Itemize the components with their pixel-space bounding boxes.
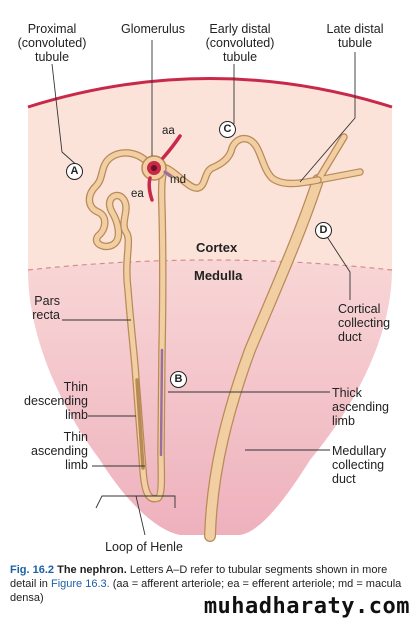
label-early-distal-tubule: Early distal (convoluted) tubule xyxy=(205,22,275,64)
caption-figure-number: Fig. 16.2 xyxy=(10,564,55,576)
marker-d: D xyxy=(315,222,332,239)
macula-densa xyxy=(163,170,172,178)
marker-a: A xyxy=(66,163,83,180)
label-loop-of-henle: Loop of Henle xyxy=(105,540,183,554)
label-thick-ascending-limb: Thick ascending limb xyxy=(332,386,389,428)
label-md: md xyxy=(170,174,186,186)
renal-capsule xyxy=(27,77,393,109)
watermark: muhadharaty.com xyxy=(203,594,410,619)
glomerulus xyxy=(141,155,167,181)
label-glomerulus: Glomerulus xyxy=(121,22,185,36)
efferent-arteriole xyxy=(147,176,154,202)
corticomedullary-border xyxy=(27,259,393,271)
region-label-cortex: Cortex xyxy=(196,240,238,255)
afferent-arteriole xyxy=(161,134,182,160)
marker-c: C xyxy=(219,121,236,138)
label-medullary-collecting-duct: Medullary collecting duct xyxy=(332,444,387,486)
caption-figure-link[interactable]: Figure 16.3. xyxy=(50,578,110,590)
caption-title: The nephron. xyxy=(57,564,127,576)
leader-lines xyxy=(51,40,356,536)
label-pars-recta: Pars recta xyxy=(32,294,60,322)
caption-text-2: (aa = afferent arteriole; ea = efferent … xyxy=(10,578,402,604)
label-thin-descending-limb: Thin descending limb xyxy=(24,380,88,422)
region-label-medulla: Medulla xyxy=(194,268,243,283)
marker-b: B xyxy=(170,371,187,388)
figure-caption: Fig. 16.2 The nephron. Letters A–D refer… xyxy=(10,563,410,605)
label-proximal-tubule: Proximal (convoluted) tubule xyxy=(17,22,87,64)
nephron-tubule xyxy=(85,134,322,503)
label-cortical-collecting-duct: Cortical collecting duct xyxy=(338,302,391,344)
label-thin-ascending-limb: Thin ascending limb xyxy=(31,430,88,472)
label-ea: ea xyxy=(131,188,144,200)
label-aa: aa xyxy=(162,125,175,137)
caption-text-1: Letters A–D refer to tubular segments sh… xyxy=(10,564,388,590)
label-late-distal-tubule: Late distal tubule xyxy=(326,22,384,50)
